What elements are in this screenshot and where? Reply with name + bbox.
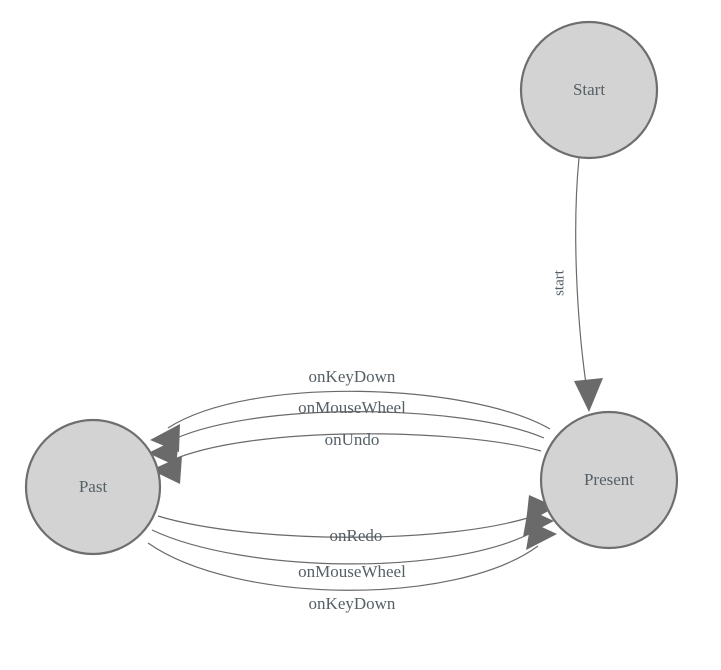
edge-path-past-present-1 bbox=[157, 514, 538, 538]
edge-present-to-past-onundo[interactable]: onUndo bbox=[151, 430, 542, 484]
node-start[interactable]: Start bbox=[519, 20, 659, 160]
edge-past-to-present-onkeydown[interactable]: onKeyDown bbox=[147, 522, 557, 613]
node-past[interactable]: Past bbox=[24, 418, 162, 556]
arrowhead-present-past-2 bbox=[148, 438, 179, 466]
arrowhead-start-present bbox=[574, 378, 603, 412]
edge-start-to-present[interactable]: start bbox=[551, 157, 603, 412]
node-present-circle bbox=[539, 410, 679, 550]
edge-label-present-past-onundo: onUndo bbox=[325, 430, 380, 449]
arrowhead-present-past-3 bbox=[151, 456, 182, 484]
edge-label-present-past-onmousewheel: onMouseWheel bbox=[298, 398, 406, 417]
node-past-circle bbox=[24, 418, 162, 556]
node-start-circle bbox=[519, 20, 659, 160]
node-present[interactable]: Present bbox=[539, 410, 679, 550]
edge-label-present-past-onkeydown: onKeyDown bbox=[309, 367, 396, 386]
node-present-label: Present bbox=[584, 470, 634, 489]
edge-label-past-present-onmousewheel: onMouseWheel bbox=[298, 562, 406, 581]
edge-present-to-past-onmousewheel[interactable]: onMouseWheel bbox=[148, 398, 545, 466]
node-past-label: Past bbox=[79, 477, 108, 496]
edge-path-present-past-2 bbox=[165, 411, 545, 444]
edge-path-present-past-1 bbox=[167, 390, 551, 430]
edge-path-start-present bbox=[575, 157, 587, 385]
node-start-label: Start bbox=[573, 80, 605, 99]
edge-past-to-present-onmousewheel[interactable]: onMouseWheel bbox=[151, 509, 554, 581]
edge-label-start: start bbox=[551, 269, 567, 296]
arrowhead-past-present-3 bbox=[526, 522, 557, 550]
edge-path-past-present-2 bbox=[151, 529, 536, 565]
edge-label-past-present-onkeydown: onKeyDown bbox=[309, 594, 396, 613]
edge-label-past-present-onredo: onRedo bbox=[330, 526, 383, 545]
edge-path-present-past-3 bbox=[169, 433, 542, 462]
edge-past-to-present-onredo[interactable]: onRedo bbox=[157, 495, 556, 545]
edge-path-past-present-3 bbox=[147, 542, 539, 591]
